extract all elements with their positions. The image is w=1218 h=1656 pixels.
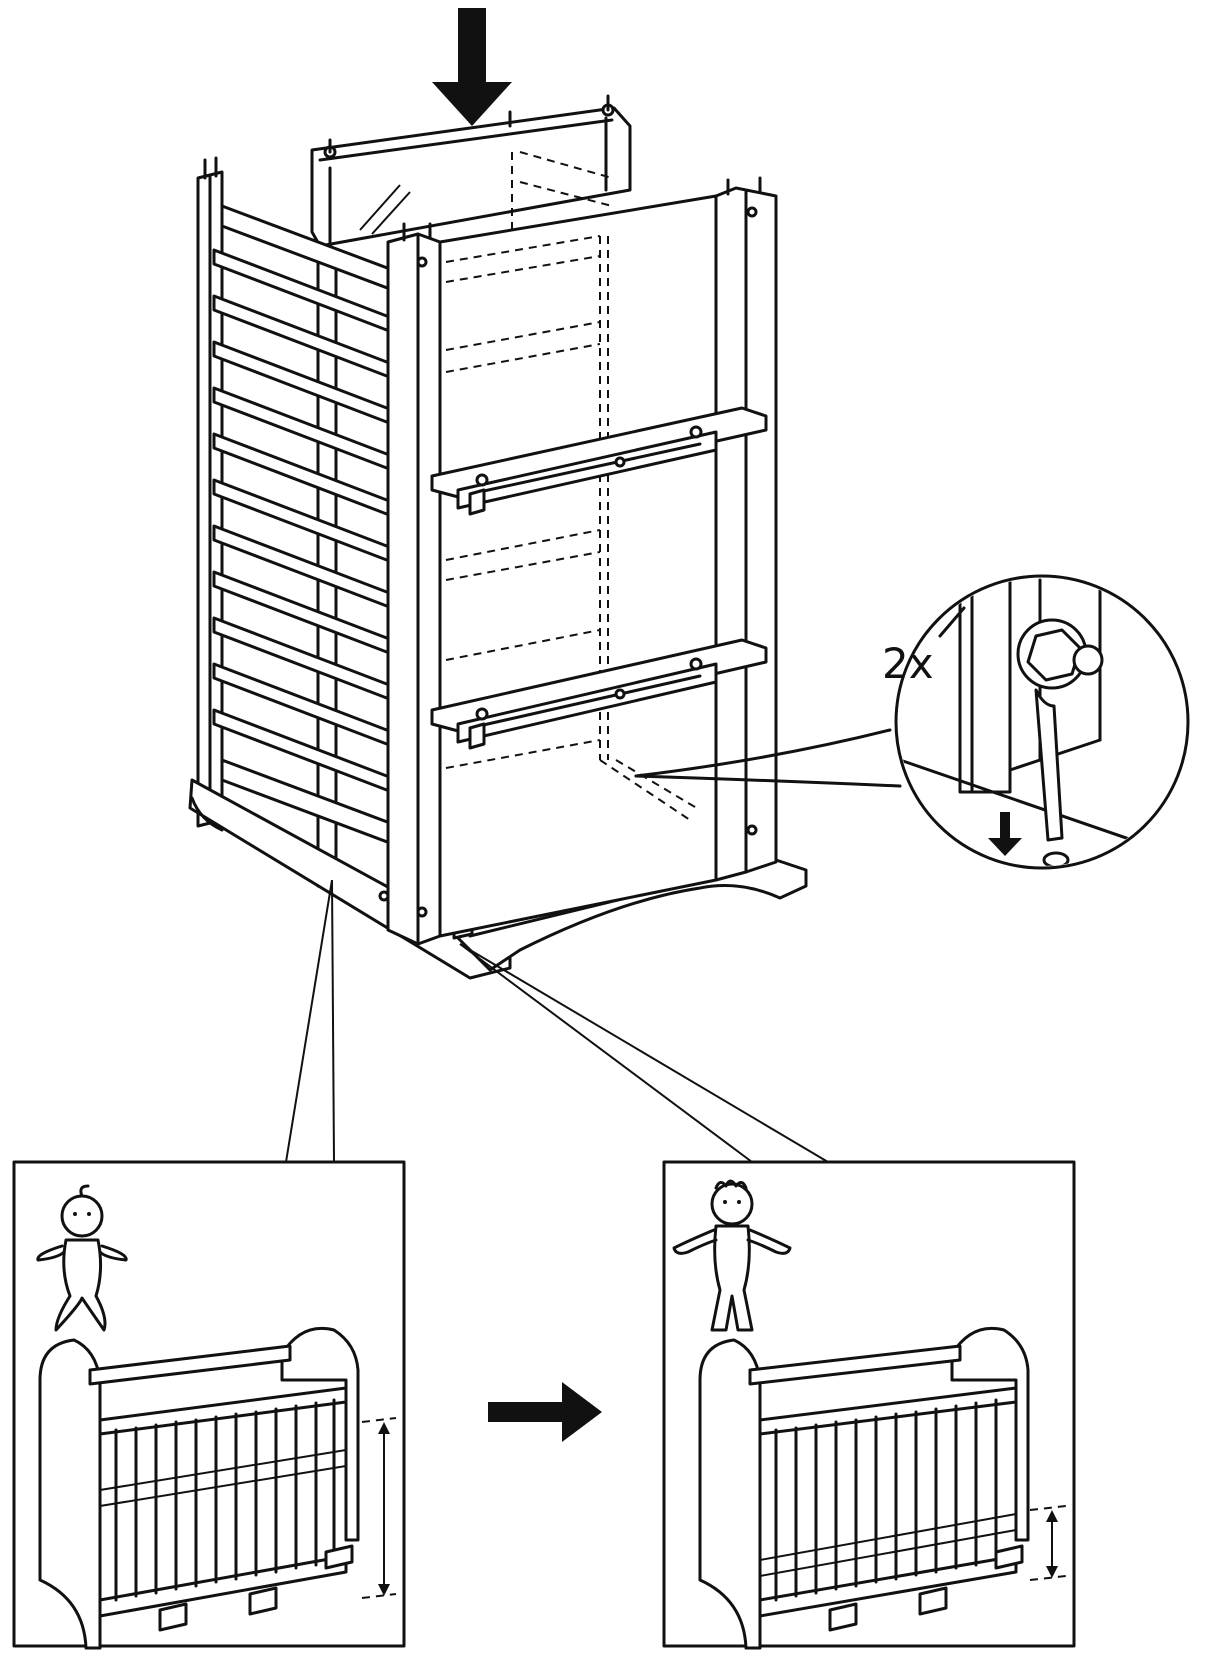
crib-front-slats [114,1398,336,1602]
back-end-panel [310,94,632,252]
tighten-down-arrow-icon [988,812,1022,856]
crib-low-position [698,1326,1067,1650]
height-indicator-high [361,1417,397,1599]
transition-arrow-icon [488,1382,602,1442]
side-slats [212,248,394,794]
crib-high-position [38,1326,397,1650]
slatted-side-panel [196,156,400,888]
leader-lines [285,879,829,1163]
front-end-panel [386,176,778,946]
low-mattress-position-panel [662,1160,1076,1650]
quantity-label: 2x [882,639,934,688]
hidden-back-rails [511,151,613,230]
bolt-detail-callout: 2x [634,574,1190,870]
support-bar-lower [430,638,768,750]
height-indicator-low [1029,1505,1067,1581]
support-bar-upper [430,406,768,516]
toddler-figure-icon [672,1179,792,1332]
high-mattress-position-panel [12,1160,406,1650]
infant-figure-icon [36,1184,128,1332]
press-down-arrow-icon [432,8,512,126]
